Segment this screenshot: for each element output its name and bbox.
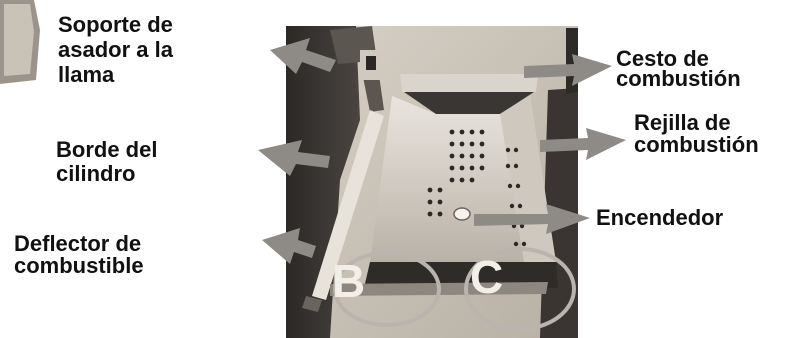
label-line: Borde del: [56, 138, 157, 162]
label-fuel-deflector: Deflector de combustible: [14, 233, 144, 277]
label-line: Rejilla de: [634, 112, 759, 134]
label-burn-pot: Cesto de combustión: [616, 49, 741, 89]
label-line: asador a la: [58, 37, 173, 62]
label-line: combustión: [616, 69, 741, 89]
label-cylinder-rim: Borde del cilindro: [56, 138, 157, 186]
label-burn-grate: Rejilla de combustión: [634, 112, 759, 156]
label-line: llama: [58, 62, 173, 87]
label-line: combustible: [14, 255, 144, 277]
marker-b: B: [332, 258, 365, 304]
corner-object: [0, 0, 40, 84]
label-line: Soporte de: [58, 12, 173, 37]
label-line: cilindro: [56, 162, 157, 186]
label-line: combustión: [634, 134, 759, 156]
label-line: Deflector de: [14, 233, 144, 255]
igniter: [454, 208, 470, 220]
label-line: Encendedor: [596, 206, 723, 230]
label-igniter: Encendedor: [596, 206, 723, 230]
marker-c: C: [470, 254, 503, 300]
label-flame-broiler-bracket: Soporte de asador a la llama: [58, 12, 173, 87]
